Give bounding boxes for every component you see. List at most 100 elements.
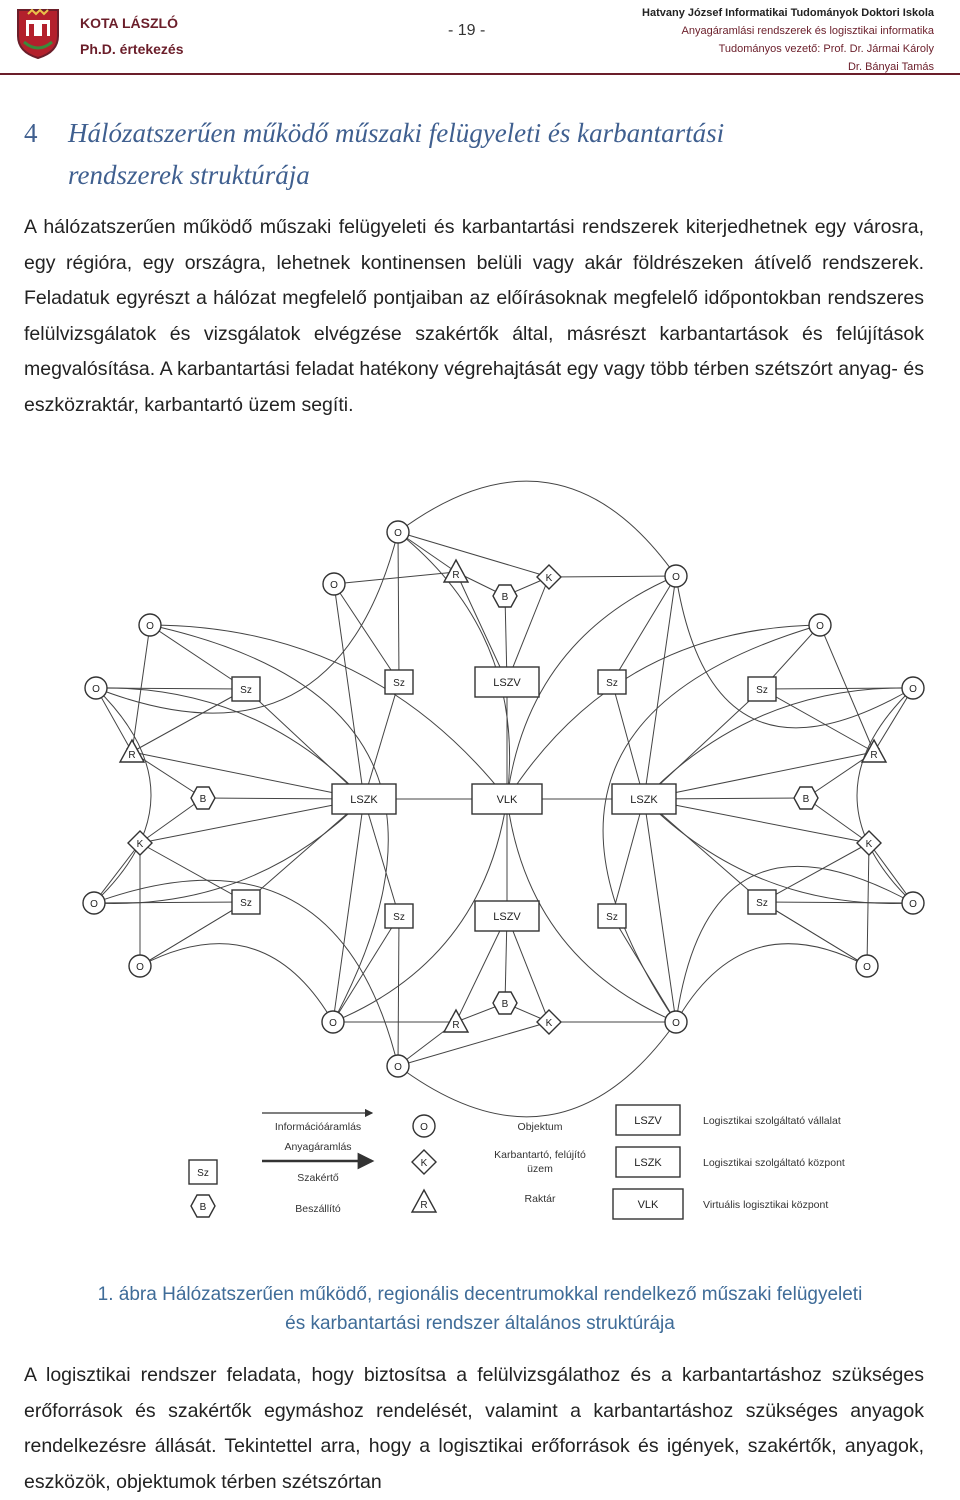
flow-arrow <box>131 688 247 753</box>
node-label: Sz <box>393 678 405 689</box>
university-crest-icon <box>17 8 59 60</box>
info-flow-curve <box>95 531 399 714</box>
node-label: K <box>137 839 144 850</box>
node-label: Sz <box>393 912 405 923</box>
node-label: LSZV <box>634 1115 662 1127</box>
legend-vlk: Virtuális logisztikai központ <box>703 1199 828 1211</box>
flow-arrow <box>548 573 677 581</box>
node-sz: Sz <box>747 676 777 702</box>
node-label: O <box>909 899 917 910</box>
info-flow-curve <box>95 687 365 800</box>
node-lszk: LSZK <box>331 783 397 815</box>
info-flow-curve <box>93 687 152 904</box>
node-label: B <box>803 794 810 805</box>
info-flow-curve <box>93 798 365 904</box>
flow-arrow <box>330 798 365 1023</box>
node-o: O <box>386 1054 410 1078</box>
flow-arrow <box>397 1020 550 1067</box>
node-label: R <box>870 750 877 761</box>
legend-supplier-symbol: B <box>190 1194 216 1218</box>
node-label: LSZK <box>630 794 658 806</box>
flow-arrow <box>363 681 401 800</box>
node-label: O <box>146 621 154 632</box>
section-title-line2: rendszerek struktúrája <box>68 160 310 190</box>
node-b: B <box>793 786 819 810</box>
legend-maintenance-2: üzem <box>527 1163 553 1175</box>
node-o: O <box>82 891 106 915</box>
info-flow-curve <box>675 866 914 1023</box>
node-label: Sz <box>197 1168 209 1179</box>
flow-arrow <box>761 842 870 903</box>
node-label: O <box>330 580 338 591</box>
legend-supplier: Beszállító <box>295 1203 341 1215</box>
node-label: O <box>394 1062 402 1073</box>
node-o: O <box>322 572 346 596</box>
flow-arrow <box>333 583 400 683</box>
doctoral-school: Hatvany József Informatikai Tudományok D… <box>642 7 934 19</box>
co-supervisor: Dr. Bányai Tamás <box>847 61 934 73</box>
node-label: B <box>200 794 207 805</box>
legend-lszk-symbol: LSZK <box>615 1146 681 1178</box>
node-label: O <box>672 1018 680 1029</box>
page-header: KOTA LÁSZLÓ Ph.D. értekezés - 19 - Hatva… <box>0 0 960 75</box>
node-label: LSZK <box>634 1157 662 1169</box>
node-o: O <box>84 676 108 700</box>
legend-lszv-symbol: LSZV <box>615 1104 681 1136</box>
node-label: LSZK <box>350 794 378 806</box>
flow-arrow <box>131 751 204 799</box>
node-label: Sz <box>756 685 768 696</box>
node-b: B <box>492 991 518 1015</box>
flow-arrow <box>868 842 914 904</box>
node-b: B <box>190 786 216 810</box>
flow-arrow <box>865 842 873 967</box>
info-flow-curve <box>602 624 821 1023</box>
node-label: R <box>128 750 135 761</box>
flow-arrow <box>611 575 677 683</box>
legend-maintenance-symbol: K <box>411 1149 437 1175</box>
node-sz: Sz <box>384 669 414 695</box>
node-label: Sz <box>606 678 618 689</box>
info-flow-curve <box>93 879 399 1067</box>
node-sz: Sz <box>747 889 777 915</box>
flow-arrow <box>139 797 204 844</box>
node-label: K <box>421 1158 428 1169</box>
info-flow-curve <box>397 1021 677 1118</box>
node-o: O <box>808 613 832 637</box>
flow-arrow <box>643 749 875 800</box>
node-label: VLK <box>638 1199 659 1211</box>
flow-arrow <box>139 901 247 967</box>
flow-arrow <box>643 798 870 846</box>
node-lszv: LSZV <box>474 666 540 698</box>
flow-arrow <box>455 571 508 683</box>
info-flow-curve <box>856 687 914 904</box>
node-b: B <box>492 584 518 608</box>
node-label: Sz <box>240 898 252 909</box>
section-title-line1: Hálózatszerűen működő műszaki felügyelet… <box>68 118 725 148</box>
info-flow-curve <box>643 687 914 800</box>
node-r: R <box>118 738 146 763</box>
node-label: O <box>420 1122 428 1133</box>
node-label: O <box>136 962 144 973</box>
flow-arrow <box>397 531 457 573</box>
node-label: B <box>502 592 509 603</box>
node-sz: Sz <box>597 903 627 929</box>
flow-arrow <box>805 797 870 844</box>
flow-arrow <box>363 798 401 917</box>
info-flow-curve <box>504 575 677 800</box>
info-flow-curve <box>504 798 677 1023</box>
flow-arrow <box>761 688 875 753</box>
node-sz: Sz <box>231 889 261 915</box>
info-flow-curve <box>139 943 334 1023</box>
legend-lszv: Logisztikai szolgáltató vállalat <box>703 1115 841 1127</box>
flow-arrow <box>331 583 365 800</box>
legend-object: Objektum <box>518 1121 563 1133</box>
caption-line2: és karbantartási rendszer általános stru… <box>285 1313 675 1334</box>
flow-arrow <box>610 798 645 917</box>
node-label: Sz <box>756 898 768 909</box>
flow-arrow <box>643 575 679 800</box>
caption-line1: 1. ábra Hálózatszerűen működő, regionáli… <box>97 1284 863 1305</box>
info-flow-curve <box>675 575 914 729</box>
flow-arrow <box>397 531 550 579</box>
legend-material-flow: Anyagáramlás <box>284 1141 351 1153</box>
flow-arrow <box>129 624 151 753</box>
